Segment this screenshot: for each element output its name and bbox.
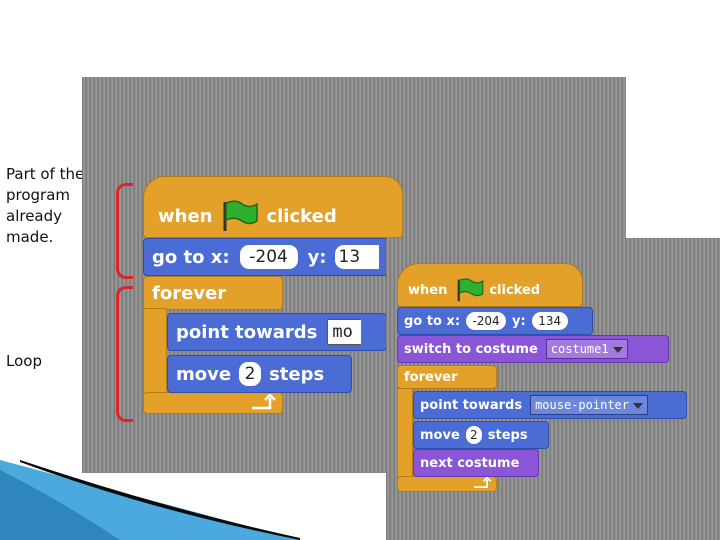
green-flag-icon — [457, 278, 484, 302]
x-input[interactable]: -204 — [239, 245, 298, 269]
x-input-2[interactable]: -204 — [466, 312, 507, 330]
scripts-area-2: when clicked go to x: -204 y: 134 switch… — [386, 238, 720, 540]
forever-block-2[interactable]: forever — [397, 365, 497, 389]
costume-dropdown[interactable]: costume1 — [545, 339, 628, 359]
dropdown-arrow-icon — [633, 402, 643, 409]
when-label-2: when — [408, 282, 448, 298]
steps-label: steps — [269, 363, 325, 385]
forever-block[interactable]: forever — [143, 276, 283, 310]
point-towards-block[interactable]: point towards mo — [167, 313, 387, 351]
when-label: when — [158, 205, 213, 227]
y-input[interactable]: 13 — [334, 245, 379, 269]
go-to-xy-block-2[interactable]: go to x: -204 y: 134 — [397, 307, 593, 335]
go-to-x-label: go to x: — [152, 246, 230, 268]
point-target-dropdown-2[interactable]: mouse-pointer — [530, 395, 648, 415]
y-label: y: — [307, 246, 327, 268]
green-flag-icon — [223, 200, 259, 231]
when-flag-clicked-block-2[interactable]: when clicked — [397, 263, 583, 307]
loop-arrow-icon — [474, 477, 492, 489]
already-made-bracket — [116, 183, 133, 279]
loop-bracket — [116, 286, 133, 422]
switch-costume-block[interactable]: switch to costume costume1 — [397, 335, 669, 363]
forever-block-left-arm — [143, 308, 167, 395]
move-steps-block[interactable]: move 2 steps — [167, 355, 352, 393]
steps-input[interactable]: 2 — [239, 362, 262, 386]
steps-input-2[interactable]: 2 — [465, 426, 482, 444]
dropdown-arrow-icon — [612, 346, 623, 353]
next-costume-label: next costume — [420, 455, 520, 471]
move-label-2: move — [420, 427, 460, 443]
point-target-value-2: mouse-pointer — [535, 398, 629, 412]
clicked-label-2: clicked — [489, 282, 541, 298]
clicked-label: clicked — [266, 205, 337, 227]
loop-note: Loop — [6, 352, 42, 370]
switch-costume-label: switch to costume — [404, 341, 538, 357]
point-target-dropdown[interactable]: mo — [327, 319, 361, 345]
program-note-line: program — [6, 186, 71, 204]
forever-label: forever — [152, 282, 227, 304]
move-steps-block-2[interactable]: move 2 steps — [413, 421, 549, 449]
program-note: Part of the program already made. — [6, 164, 106, 248]
y-label-2: y: — [512, 313, 526, 329]
next-costume-block[interactable]: next costume — [413, 449, 539, 477]
forever-block-2-left-arm — [397, 388, 413, 480]
steps-label-2: steps — [487, 427, 528, 443]
loop-arrow-icon — [252, 394, 276, 410]
point-towards-label: point towards — [176, 321, 318, 343]
program-note-line: already — [6, 207, 63, 225]
when-flag-clicked-block[interactable]: when clicked — [143, 176, 403, 238]
program-note-line: Part of the — [6, 165, 85, 183]
costume-value: costume1 — [550, 342, 609, 356]
move-label: move — [176, 363, 232, 385]
forever-label-2: forever — [404, 369, 458, 385]
program-note-line: made. — [6, 228, 54, 246]
go-to-xy-block[interactable]: go to x: -204 y: 13 — [143, 238, 393, 276]
slide-swoosh-decoration — [0, 460, 300, 540]
point-towards-block-2[interactable]: point towards mouse-pointer — [413, 391, 687, 419]
point-towards-label-2: point towards — [420, 397, 523, 413]
go-to-x-label-2: go to x: — [404, 313, 461, 329]
y-input-2[interactable]: 134 — [531, 312, 568, 330]
